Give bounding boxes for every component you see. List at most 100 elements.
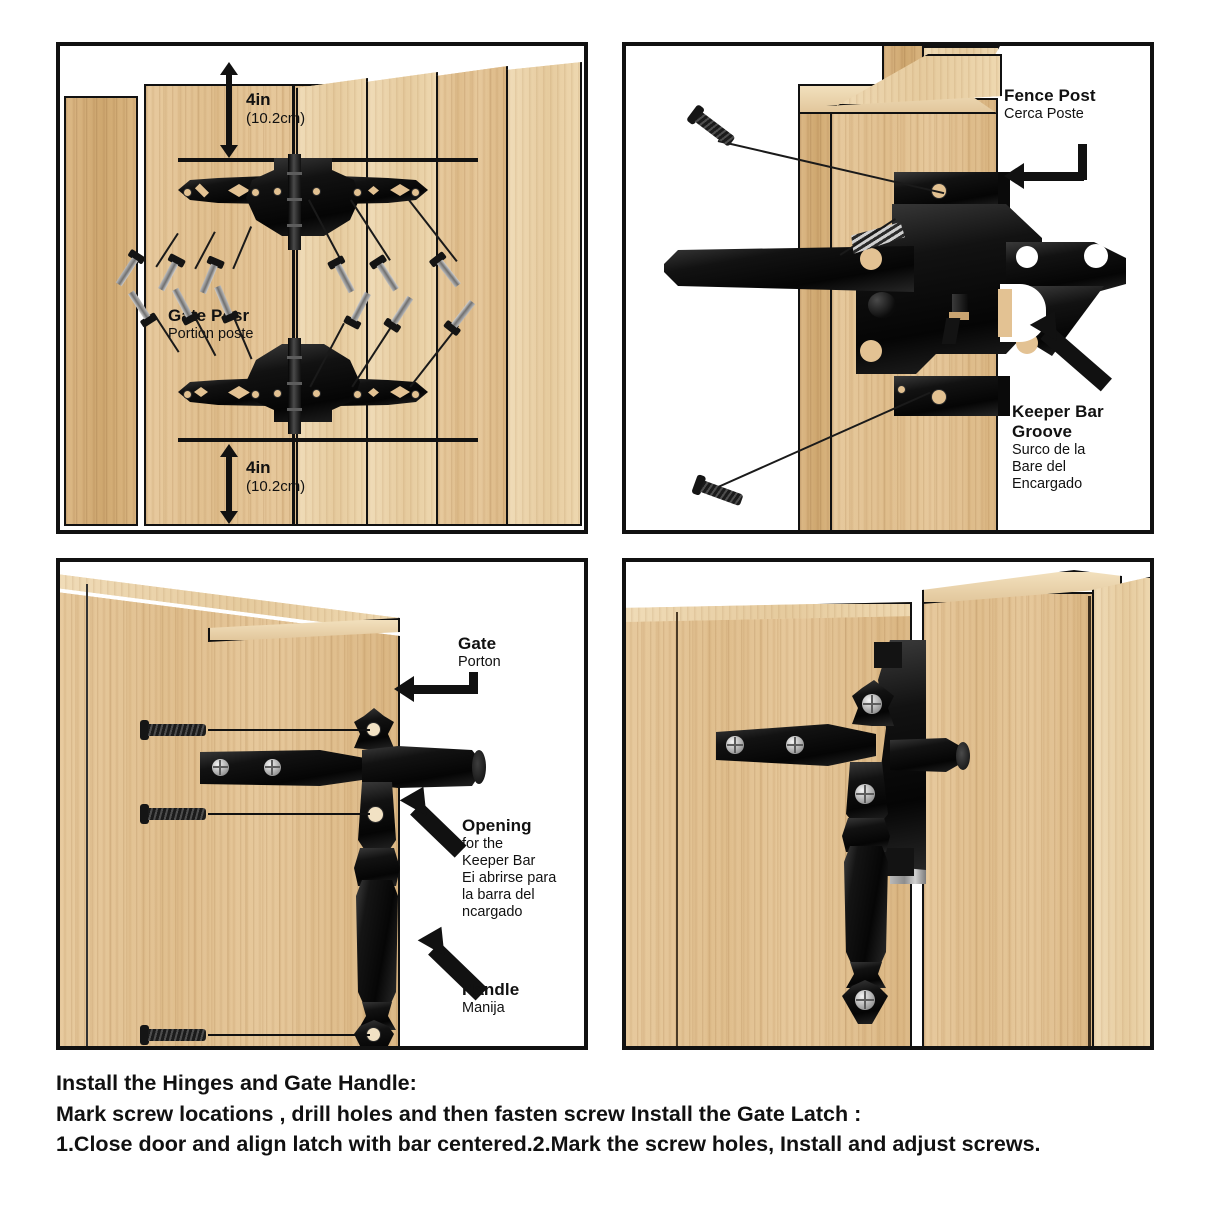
plate-hole bbox=[1084, 244, 1108, 268]
screw-hole bbox=[368, 807, 383, 822]
gate-plank-seam bbox=[86, 584, 88, 1046]
latch-bottom-tab-edge bbox=[998, 376, 1010, 416]
instruction-line-2: Mark screw locations , drill holes and t… bbox=[56, 1101, 862, 1126]
handle-thumb-bar bbox=[890, 738, 966, 772]
installed-screw bbox=[862, 694, 882, 714]
screw-hole bbox=[252, 391, 259, 398]
hinge-knuckle-seam bbox=[287, 198, 302, 201]
screw-hole bbox=[313, 390, 320, 397]
keeper-bar-title-1: Keeper Bar bbox=[1012, 402, 1104, 421]
screw-hole bbox=[313, 188, 320, 195]
keeper-bar-title-2: Groove bbox=[1012, 422, 1073, 442]
thumb-lever-face bbox=[949, 312, 969, 320]
installed-screw bbox=[855, 990, 875, 1010]
screw-hole bbox=[354, 391, 361, 398]
handle-backplate bbox=[200, 750, 376, 786]
screw-hole bbox=[252, 189, 259, 196]
installed-screw bbox=[212, 759, 229, 776]
thumb-bar-end bbox=[956, 742, 970, 770]
post-corner-seam bbox=[1088, 596, 1091, 1046]
screw-leader bbox=[208, 1034, 370, 1036]
fence-plank bbox=[366, 72, 438, 526]
hinge-knuckle-seam bbox=[287, 356, 302, 359]
handle-grip bbox=[844, 846, 888, 970]
installed-screw bbox=[855, 784, 875, 804]
gate-post-label: Gate Posr Portion poste bbox=[168, 306, 253, 343]
opening-title: Opening bbox=[462, 816, 532, 835]
handle-subtitle: Manija bbox=[462, 1000, 505, 1017]
opening-label: Opening for the Keeper Bar Ei abrirse pa… bbox=[462, 816, 556, 922]
hinge-cutout bbox=[228, 386, 250, 399]
handle-shoulder bbox=[354, 848, 400, 886]
dimension-value: 4in bbox=[246, 458, 271, 477]
hinge-knuckle-seam bbox=[287, 408, 302, 411]
screw-leader bbox=[208, 729, 370, 731]
hinge-cutout bbox=[390, 386, 410, 398]
screw-hole bbox=[184, 391, 191, 398]
plate-hole bbox=[1016, 246, 1038, 268]
thumb-bar-end bbox=[472, 750, 486, 784]
dimension-metric: (10.2cm) bbox=[246, 478, 306, 495]
plate-hole bbox=[860, 340, 882, 362]
screw-hole bbox=[274, 188, 281, 195]
gate-leaf-top-edge bbox=[626, 602, 912, 622]
thumb-lever-post bbox=[952, 294, 968, 316]
screw-hole bbox=[412, 189, 419, 196]
screw-hole bbox=[354, 189, 361, 196]
fence-plank bbox=[506, 62, 582, 526]
latch-pivot-boss bbox=[868, 292, 896, 318]
installed-screw bbox=[726, 736, 744, 754]
dimension-value: 4in bbox=[246, 90, 271, 109]
hinge-knuckle-seam bbox=[287, 224, 302, 227]
keeper-bar-sub-1: Surco de la bbox=[1012, 442, 1086, 459]
hinge-knuckle-seam bbox=[287, 172, 302, 175]
gate-plank-seam bbox=[676, 612, 678, 1046]
fence-plank bbox=[64, 96, 138, 526]
latch-bottom-tab bbox=[894, 376, 1000, 416]
gate-post-subtitle: Portion poste bbox=[168, 326, 254, 343]
installed-screw bbox=[786, 736, 804, 754]
hinge-cutout bbox=[368, 186, 379, 195]
dimension-arrow-bottom bbox=[220, 444, 238, 526]
hinge-knuckle bbox=[288, 338, 301, 434]
hinge-knuckle-seam bbox=[287, 382, 302, 385]
fence-post-face bbox=[922, 592, 1096, 1046]
instruction-text: Install the Hinges and Gate Handle: Mark… bbox=[56, 1068, 1176, 1160]
dimension-label-top: 4in (10.2cm) bbox=[246, 90, 305, 127]
latch-bottom-tab bbox=[884, 848, 914, 876]
hinge-cutout bbox=[194, 387, 208, 397]
screw-hole bbox=[367, 1028, 380, 1041]
instruction-line-1: Install the Hinges and Gate Handle: bbox=[56, 1071, 417, 1095]
fence-post-label: Fence Post Cerca Poste bbox=[1004, 86, 1096, 123]
hinge-cutout bbox=[368, 388, 379, 397]
installed-screw bbox=[264, 759, 281, 776]
fence-post-title: Fence Post bbox=[1004, 86, 1096, 105]
keeper-bar-sub-2: Bare del bbox=[1012, 459, 1067, 476]
gate-face bbox=[60, 592, 400, 1046]
gate-label: Gate Porton bbox=[458, 634, 501, 671]
fence-plank bbox=[436, 66, 508, 526]
dimension-label-bottom: 4in (10.2cm) bbox=[246, 458, 305, 495]
latch-top-tab bbox=[894, 172, 1000, 210]
screw-hole bbox=[932, 390, 946, 404]
panel-gate-handle: Gate Porton Opening for the Keeper Bar E… bbox=[56, 558, 588, 1050]
fence-plank bbox=[296, 78, 368, 526]
opening-line-4: la barra del bbox=[462, 887, 535, 904]
hinge-cutout bbox=[228, 184, 250, 197]
screw-hole bbox=[184, 189, 191, 196]
fence-post-side bbox=[798, 84, 834, 530]
fence-post-subtitle: Cerca Poste bbox=[1004, 106, 1084, 123]
panel-hinge-installation: 4in (10.2cm) bbox=[56, 42, 588, 534]
handle-grip bbox=[356, 880, 398, 1010]
panel-assembled-latch bbox=[622, 558, 1154, 1050]
handle-title: Handle bbox=[462, 980, 520, 999]
keeper-bar-groove-shadow bbox=[998, 289, 1012, 337]
keeper-bar-sub-3: Encargado bbox=[1012, 476, 1083, 493]
hinge-knuckle bbox=[288, 154, 301, 250]
opening-line-1: for the bbox=[462, 836, 504, 853]
gate-subtitle: Porton bbox=[458, 654, 501, 671]
handle-label: Handle Manija bbox=[462, 980, 519, 1017]
opening-line-3: Ei abrirse para bbox=[462, 870, 557, 887]
screw-hole bbox=[412, 391, 419, 398]
gate-post-seam bbox=[292, 84, 295, 526]
